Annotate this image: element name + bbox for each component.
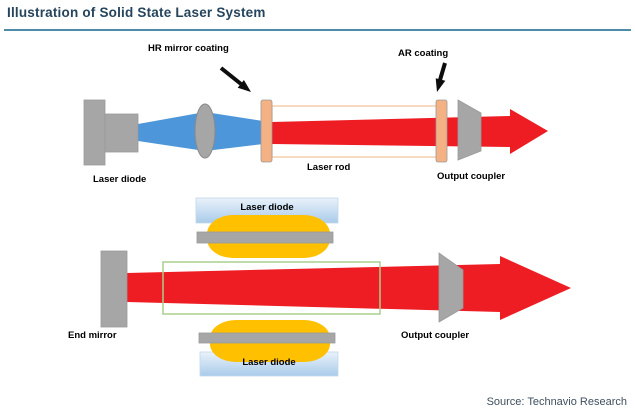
ar-coating-label: AR coating [398, 48, 449, 59]
pump-rod-bar-bottom [198, 332, 336, 344]
ar-coating-pointer-arrow [435, 62, 447, 92]
output-coupler-bottom-label: Output coupler [401, 330, 470, 341]
end-mirror [100, 250, 128, 328]
source-credit: Source: Technavio Research [486, 396, 627, 408]
end-mirror-label: End mirror [68, 330, 117, 341]
laser-rod-label: Laser rod [307, 162, 351, 173]
ar-coating [435, 99, 448, 163]
output-coupler-top [457, 99, 482, 161]
title-divider [4, 29, 631, 31]
hr-mirror-coating-label: HR mirror coating [148, 43, 229, 54]
output-coupler-bottom [438, 252, 464, 323]
laser-beam-red-top [272, 109, 548, 154]
laser-diode-label: Laser diode [93, 174, 147, 185]
pump-diode-top-label: Laser diode [240, 202, 294, 213]
focusing-lens [194, 103, 216, 159]
hr-coating-pointer-arrow [219, 66, 251, 92]
laser-diode-body [83, 99, 106, 166]
page-title: Illustration of Solid State Laser System [7, 5, 266, 20]
laser-rod-outline-bottom [162, 261, 381, 315]
hr-mirror-coating [260, 99, 273, 163]
output-coupler-top-label: Output coupler [437, 171, 506, 182]
laser-diode-snout [104, 113, 139, 153]
laser-beam-red-bottom [127, 256, 571, 320]
pump-rod-bar-top [196, 231, 334, 244]
pump-diode-bottom-label: Laser diode [242, 357, 296, 368]
